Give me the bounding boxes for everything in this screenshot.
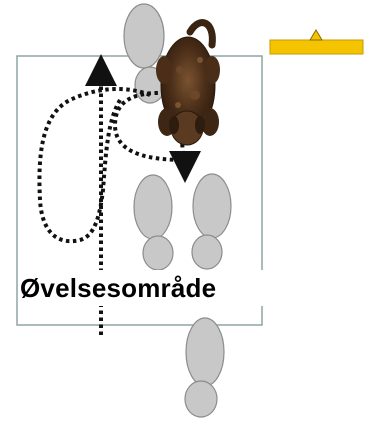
dog-hind-leg-left [156, 56, 172, 84]
footprint-icon [185, 317, 225, 387]
fur-spot [175, 102, 181, 108]
footprint-icon [142, 235, 174, 271]
footprint-icon [191, 234, 223, 270]
left-loop-path [37, 86, 151, 244]
footprint-icon [123, 3, 165, 69]
dog-hind-leg-right [204, 56, 220, 84]
dog-ear-right [195, 116, 205, 134]
fur-spot [197, 57, 203, 63]
start-marker [269, 29, 364, 55]
triangle-marker-icon [309, 29, 323, 41]
marker-bar [269, 39, 364, 55]
dog-topview-icon [156, 19, 220, 146]
dog-front-leg-right [201, 108, 219, 136]
area-label: Øvelsesområde [20, 270, 268, 306]
dog-ear-left [169, 116, 179, 134]
footprint-icon [184, 380, 218, 418]
fur-spot [176, 66, 184, 74]
dog-tail [186, 19, 216, 49]
footprint-icon [192, 173, 232, 239]
fur-spot [190, 90, 200, 100]
footprint-icon [133, 174, 173, 240]
